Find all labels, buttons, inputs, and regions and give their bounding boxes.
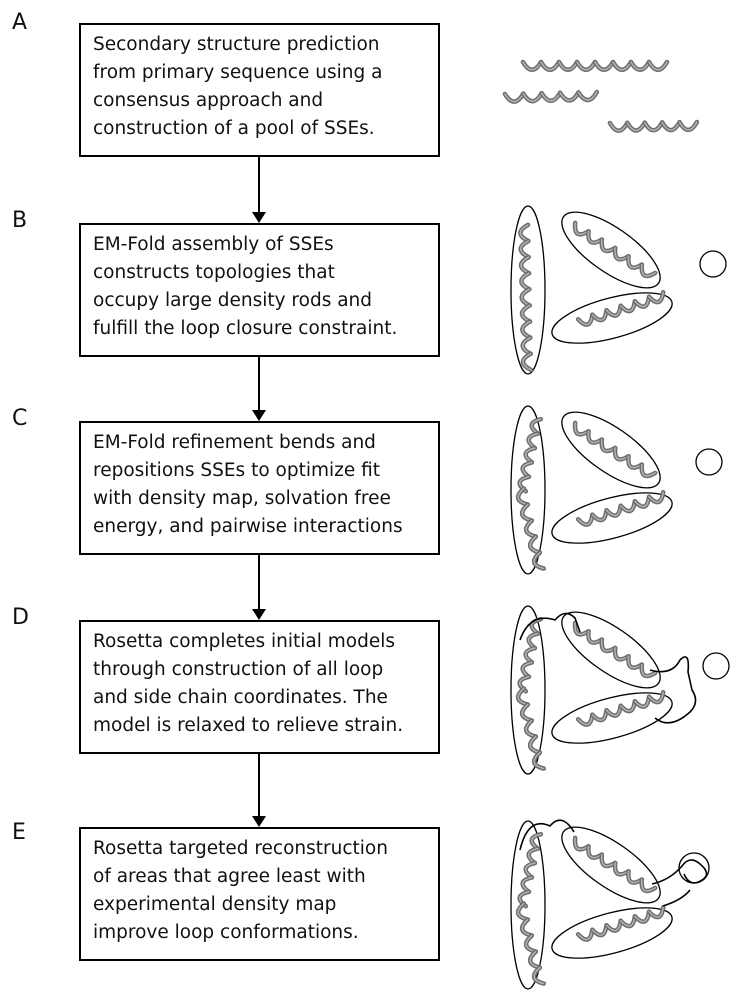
density-rod [510,820,546,990]
density-rod [551,292,673,344]
helix [515,686,547,771]
helix [575,290,666,327]
helix [575,690,666,727]
step-letter-e: E [12,820,26,845]
density-rod [561,211,661,289]
helix [572,220,658,279]
density-rod [510,405,546,575]
density-rod [551,492,673,544]
arrow-c-to-d [252,555,266,620]
density-blob [702,652,730,680]
helix [572,420,658,479]
density-rod [561,611,661,689]
loop [662,889,691,907]
density-blob [699,250,727,278]
loop-building-illustration [510,605,730,775]
helix [515,901,547,986]
helix [517,416,544,494]
density-blob [695,448,723,476]
helix [517,616,544,694]
step-box-b: EM-Fold assembly of SSEs constructs topo… [79,223,440,357]
step-letter-c: C [12,406,28,431]
helix [518,222,534,373]
density-rod [551,907,673,959]
density-rod [551,692,673,744]
step-box-e: Rosetta targeted reconstruction of areas… [79,827,440,961]
loop [649,656,697,724]
step-box-a: Secondary structure prediction from prim… [79,23,440,157]
density-rod [510,605,546,775]
step-letter-b: B [12,208,28,233]
helix [607,119,700,133]
helix [515,486,547,571]
helix [502,89,600,104]
loop [519,612,581,641]
step-box-c: EM-Fold refinement bends and repositions… [79,421,440,555]
density-rod [561,411,661,489]
arrow-a-to-b [252,157,266,223]
density-rod [561,826,661,904]
loop [519,819,575,851]
helix [520,59,670,72]
helix [575,905,666,942]
helix [572,620,658,679]
helix [575,490,666,527]
arrow-d-to-e [252,754,266,827]
step-letter-d: D [12,605,29,630]
density-rod [510,205,546,375]
refinement-illustration [510,405,723,575]
helix-pool-illustration [502,59,700,133]
step-box-d: Rosetta completes initial models through… [79,620,440,754]
assembly-illustration [510,205,727,375]
helix [517,831,544,909]
arrow-b-to-c [252,357,266,421]
loop [651,859,708,885]
helix [572,835,658,894]
step-letter-a: A [12,10,28,35]
loop-reconstruction-illustration [510,819,710,990]
